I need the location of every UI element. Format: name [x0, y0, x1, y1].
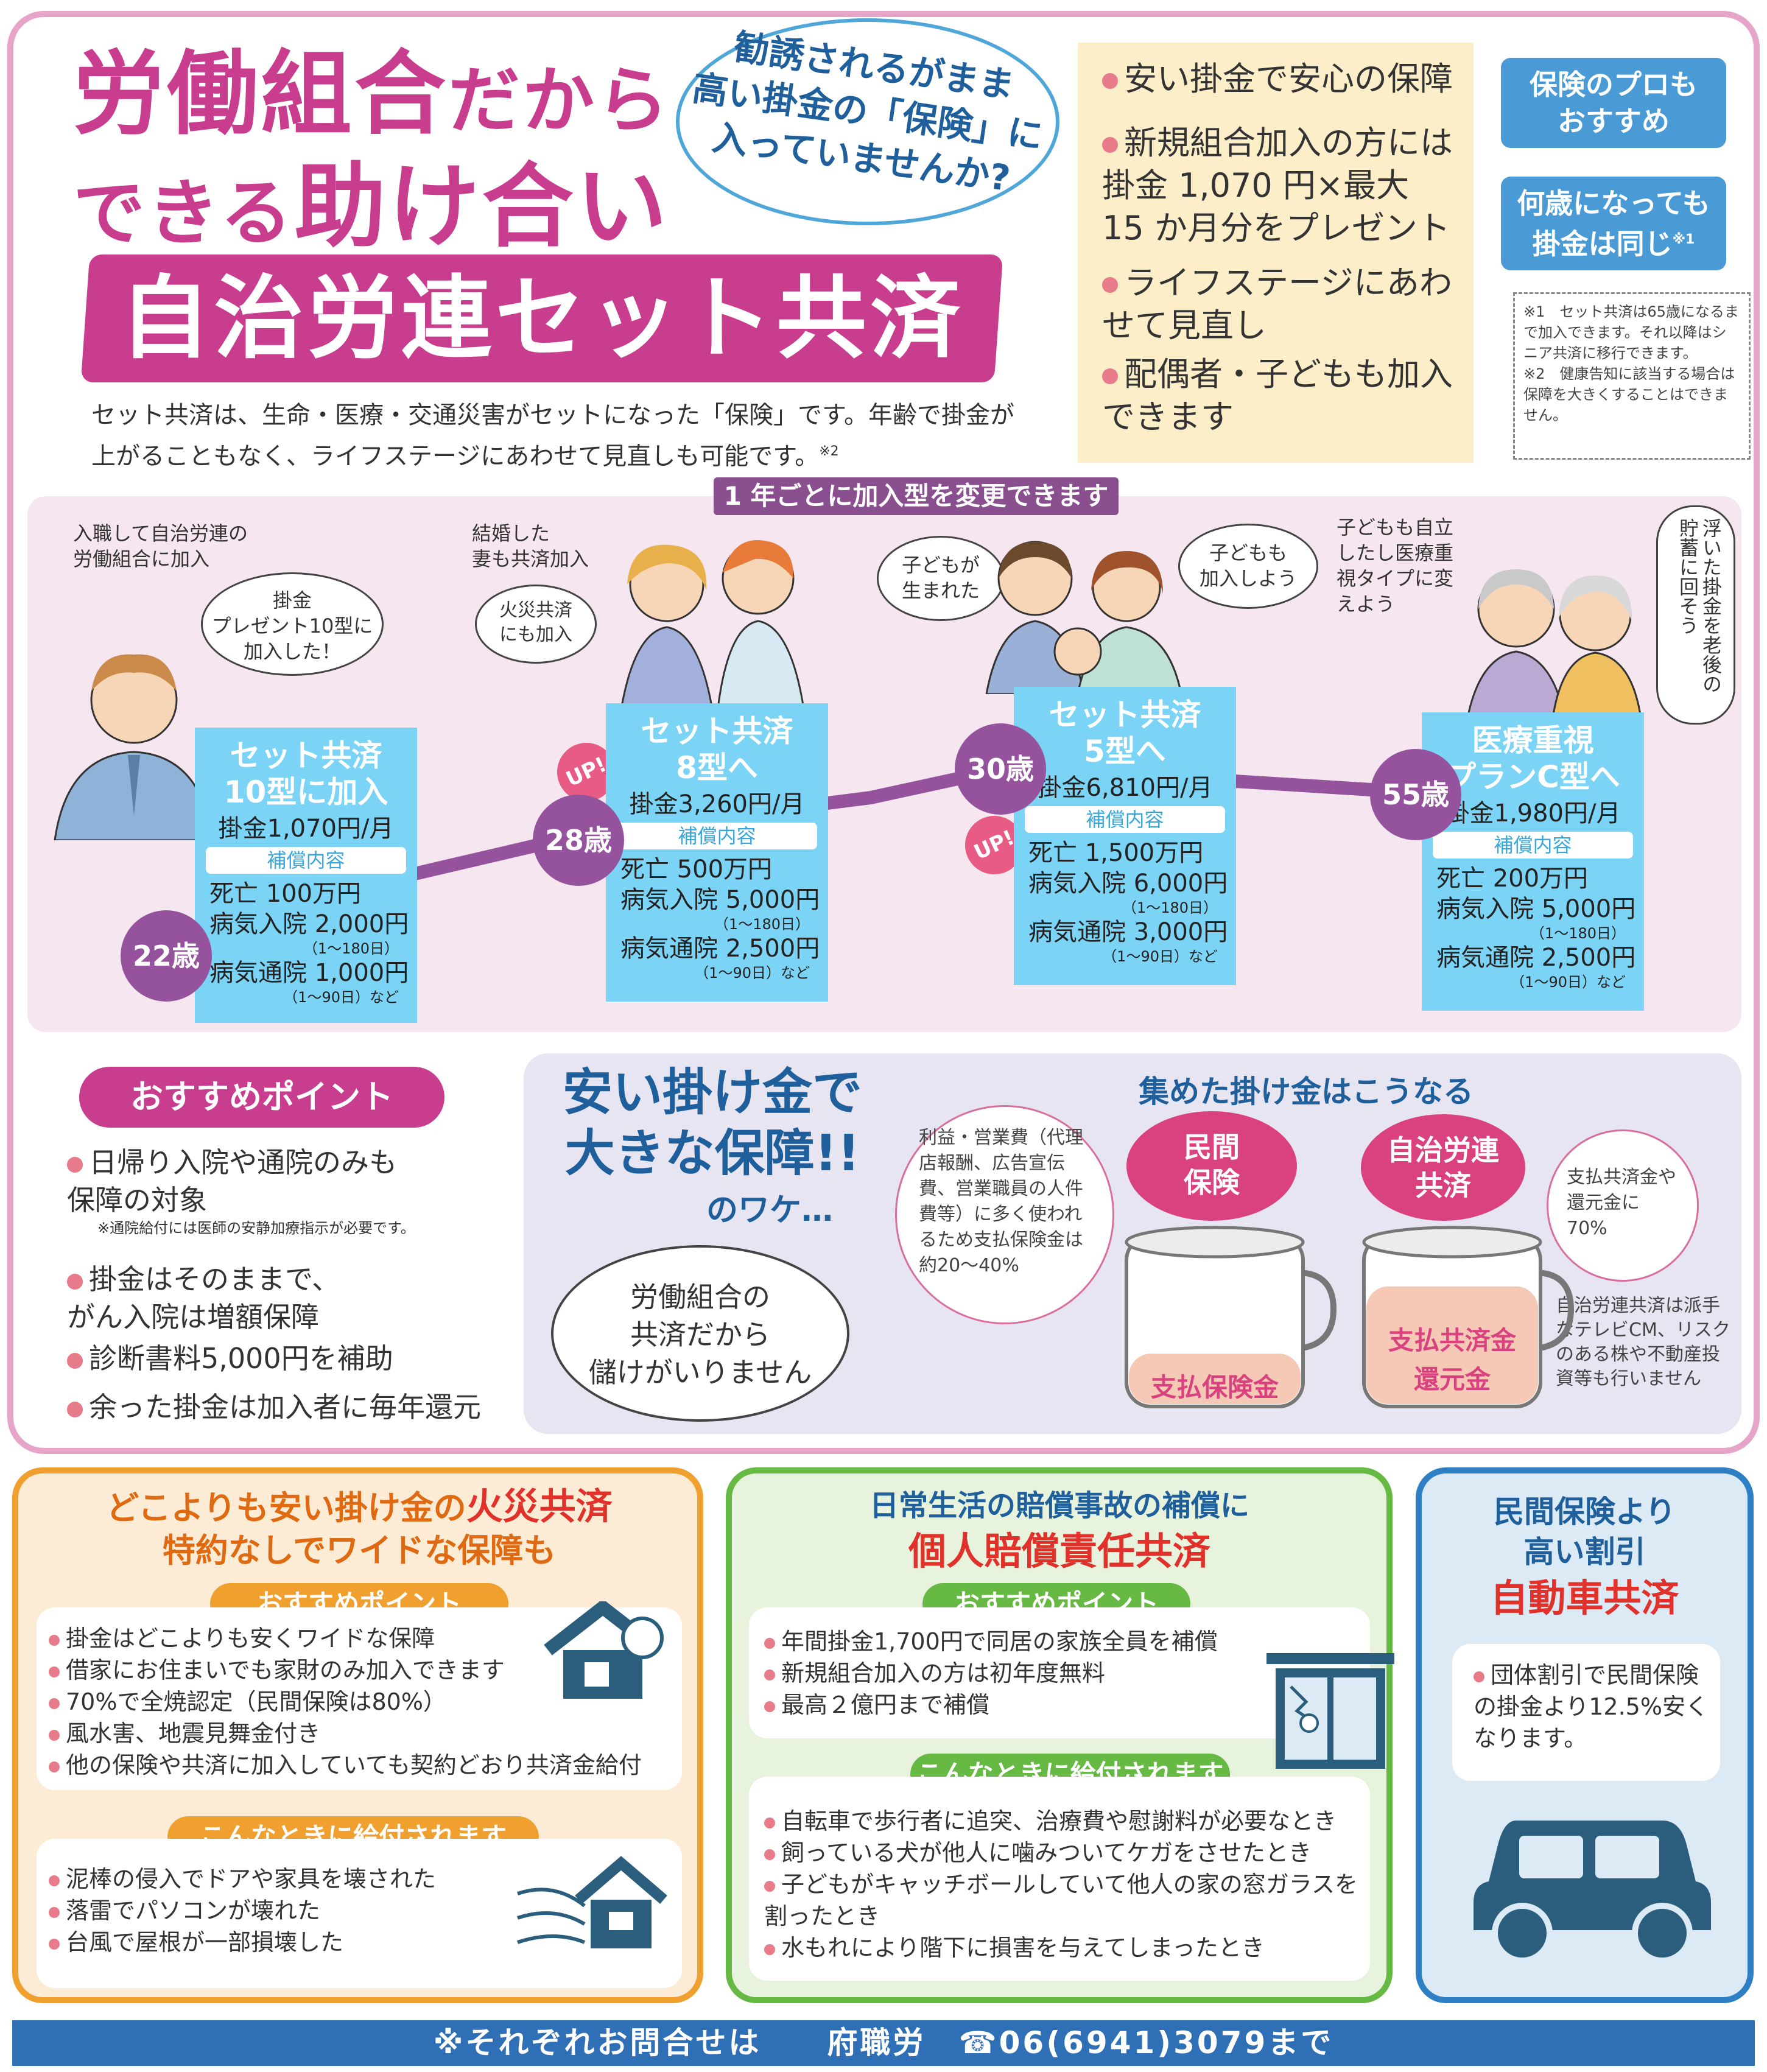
car-icon	[1474, 1821, 1711, 1964]
list-item: 台風で屋根が一部損壊した	[49, 1926, 536, 1958]
main-frame	[7, 11, 1760, 1454]
why-title: 安い掛け金で 大きな保障!!	[562, 1064, 862, 1182]
list-item: 落雷でパソコンが壊れた	[49, 1895, 536, 1926]
benefits-panel	[1078, 43, 1474, 463]
list-item: 最高２億円まで補償	[764, 1689, 1251, 1721]
house-storm-icon	[517, 1856, 667, 1948]
fire-heading: どこよりも安い掛け金の火災共済 特約なしでワイドな保障も	[106, 1486, 613, 1570]
car-item: 団体割引で民間保険の掛金より12.5%安くなります。	[1474, 1662, 1709, 1752]
liability-payout-list: 自転車で歩行者に追突、治療費や慰謝料が必要なとき 飼っている犬が他人に噛みついて…	[764, 1805, 1367, 1964]
title-banner: 自治労連セット共済	[120, 266, 964, 371]
list-item: 年間掛金1,700円で同居の家族全員を補償	[764, 1626, 1251, 1657]
recommend-item: 日帰り入院や通院のみも 保障の対象※通院給付には医師の安静加療指示が必要です。	[67, 1146, 415, 1237]
top-speech-bubble	[676, 18, 1059, 225]
why-subtitle: のワケ…	[706, 1192, 834, 1229]
private-label: 民間 保険	[1126, 1111, 1297, 1221]
list-item: 飼っている犬が他人に噛みついてケガをさせたとき	[764, 1837, 1367, 1869]
intro-text: セット共済は、生命・医療・交通災害がセットになった「保険」です。年齢で掛金が上が…	[91, 401, 1014, 471]
plan-card-8: セット共済 8型へ 掛金3,260円/月 補償内容 死亡 500万円 病気入院 …	[606, 703, 828, 1002]
jichi-note2: 自治労連共済は派手なテレビCM、リスクのある株や不動産投資等も行いません	[1556, 1295, 1730, 1389]
recommend-title: おすすめポイント	[79, 1067, 444, 1128]
stage2-speech: 火災共済 にも加入	[475, 585, 597, 664]
liability-heading2: 個人賠償責任共済	[908, 1529, 1210, 1573]
private-cup-icon	[1125, 1226, 1337, 1408]
list-item: 新規組合加入の方は初年度無料	[764, 1657, 1251, 1689]
liability-heading1: 日常生活の賠償事故の補償に	[869, 1489, 1249, 1523]
benefit-item: ライフステージにあわせて見直し	[1102, 264, 1452, 345]
stage4-speech: 浮いた掛金を老後の貯蓄に回そう	[1656, 505, 1735, 725]
plan-card-10: セット共済 10型に加入 掛金1,070円/月 補償内容 死亡 100万円 病気…	[195, 728, 417, 1023]
house-fire-icon	[544, 1601, 664, 1699]
age-badge-28: 28歳	[533, 795, 624, 886]
car-heading2: 自動車共済	[1490, 1576, 1679, 1620]
age-badge-55: 55歳	[1370, 749, 1461, 840]
elderly-couple-illustration	[1466, 569, 1642, 718]
man-illustration	[54, 654, 214, 840]
pro-recommend-tag: 保険のプロも おすすめ	[1501, 58, 1726, 148]
list-item: 70%で全焼認定（民間保険は80%）	[49, 1686, 682, 1718]
contact-footer: ※それぞれお問合せは 府職労 ☎06(6941)3079まで	[12, 2020, 1755, 2066]
car-heading1: 民間保険より 高い割引	[1494, 1494, 1676, 1570]
footnotes: ※1 セット共済は65歳になるまで加入できます。それ以降はシニア共済に移行できま…	[1513, 292, 1751, 460]
broken-window-icon	[1266, 1653, 1394, 1769]
age-badge-30: 30歳	[955, 723, 1046, 815]
liability-recommend-box	[749, 1607, 1370, 1738]
plan-card-5: セット共済 5型へ 掛金6,810円/月 補償内容 死亡 1,500万円 病気入…	[1014, 687, 1236, 985]
stage3-speech2: 子どもも 加入しよう	[1178, 524, 1318, 609]
stage2-caption: 結婚した 妻も共済加入	[472, 522, 589, 571]
age-badge-22: 22歳	[121, 910, 212, 1002]
car-item-box	[1452, 1644, 1720, 1781]
benefit-item: 配偶者・子どもも加入できます	[1102, 355, 1453, 436]
list-item: 子どもがキャッチボールしていて他人の家の窓ガラスを割ったとき	[764, 1871, 1358, 1930]
list-item: 泥棒の侵入でドアや家具を壊された	[49, 1863, 536, 1895]
why-speech-bubble: 労働組合の 共済だから 儲けがいりません	[551, 1245, 849, 1422]
collect-title: 集めた掛け金はこうなる	[1139, 1074, 1474, 1109]
stage1-caption: 入職して自治労連の 労働組合に加入	[73, 522, 248, 571]
jichi-note: 支払共済金や還元金に70%	[1547, 1129, 1699, 1282]
stage1-speech: 掛金 プレゼント10型に 加入した！	[201, 572, 384, 676]
list-item: 他の保険や共済に加入していても契約どおり共済金給付	[49, 1749, 682, 1781]
benefit-item: 安い掛金で安心の保障	[1102, 58, 1455, 100]
fire-payout-box	[37, 1839, 682, 1988]
fire-payout-list: 泥棒の侵入でドアや家具を壊された 落雷でパソコンが壊れた 台風で屋根が一部損壊し…	[49, 1863, 536, 1958]
liability-recommend-list: 年間掛金1,700円で同居の家族全員を補償 新規組合加入の方は初年度無料 最高２…	[764, 1626, 1251, 1721]
plan-card-c: 医療重視 プランC型へ 掛金1,980円/月 補償内容 死亡 200万円 病気入…	[1422, 712, 1644, 1011]
private-note: 利益・営業費（代理店報酬、広告宣伝費、営業職員の人件費等）に多く使われるため支払…	[895, 1105, 1114, 1324]
recommend-item: 余った掛金は加入者に毎年還元	[67, 1388, 493, 1426]
fire-recommend-list: 掛金はどこよりも安くワイドな保障 借家にお住まいでも家財のみ加入できます 70%…	[49, 1623, 682, 1781]
couple-illustration	[617, 540, 808, 731]
recommend-item: 掛金はそのままで、 がん入院は増額保障	[67, 1263, 340, 1333]
same-premium-tag: 何歳になっても 掛金は同じ※1	[1501, 177, 1726, 271]
list-item: 自転車で歩行者に追突、治療費や慰謝料が必要なとき	[764, 1805, 1367, 1837]
list-item: 水もれにより階下に損害を与えてしまったとき	[764, 1932, 1367, 1964]
jichi-cup-icon	[1362, 1226, 1575, 1408]
family-illustration	[985, 541, 1182, 694]
benefit-item: 新規組合加入の方には掛金 1,070 円×最大 15 か月分をプレゼント	[1102, 124, 1453, 247]
list-item: 借家にお住まいでも家財のみ加入できます	[49, 1654, 682, 1686]
private-cup-label: 支払保険金	[1150, 1372, 1279, 1402]
jichi-cup-label: 支払共済金 還元金	[1388, 1326, 1516, 1394]
stage4-caption: 子どもも自立 したし医療重 視タイプに変 えよう	[1337, 516, 1454, 616]
liability-payout-box	[749, 1777, 1370, 1981]
list-item: 風水害、地震見舞金付き	[49, 1718, 682, 1749]
timeline-tab: 1 年ごとに加入型を変更できます	[714, 477, 1119, 515]
jichi-label: 自治労連 共済	[1361, 1114, 1525, 1221]
list-item: 掛金はどこよりも安くワイドな保障	[49, 1623, 682, 1654]
page-title: 労働組合だから できる助け合い	[73, 41, 672, 260]
stage3-speech: 子どもが 生まれた	[877, 536, 1005, 621]
recommend-item: 診断書料5,000円を補助	[67, 1340, 493, 1377]
